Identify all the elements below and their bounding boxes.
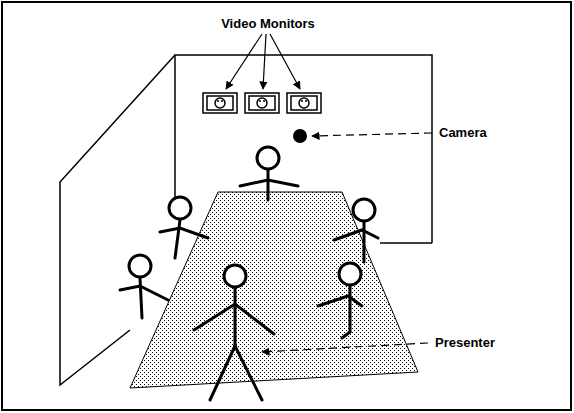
frame	[2, 2, 571, 410]
camera	[293, 129, 307, 143]
leader-lines	[226, 34, 432, 352]
participants	[120, 147, 378, 400]
callout-label: Video Monitors	[220, 16, 316, 32]
video-monitors	[203, 93, 321, 113]
callout-label: Camera	[438, 125, 488, 141]
table	[130, 192, 418, 388]
callout-label: Presenter	[434, 335, 496, 351]
